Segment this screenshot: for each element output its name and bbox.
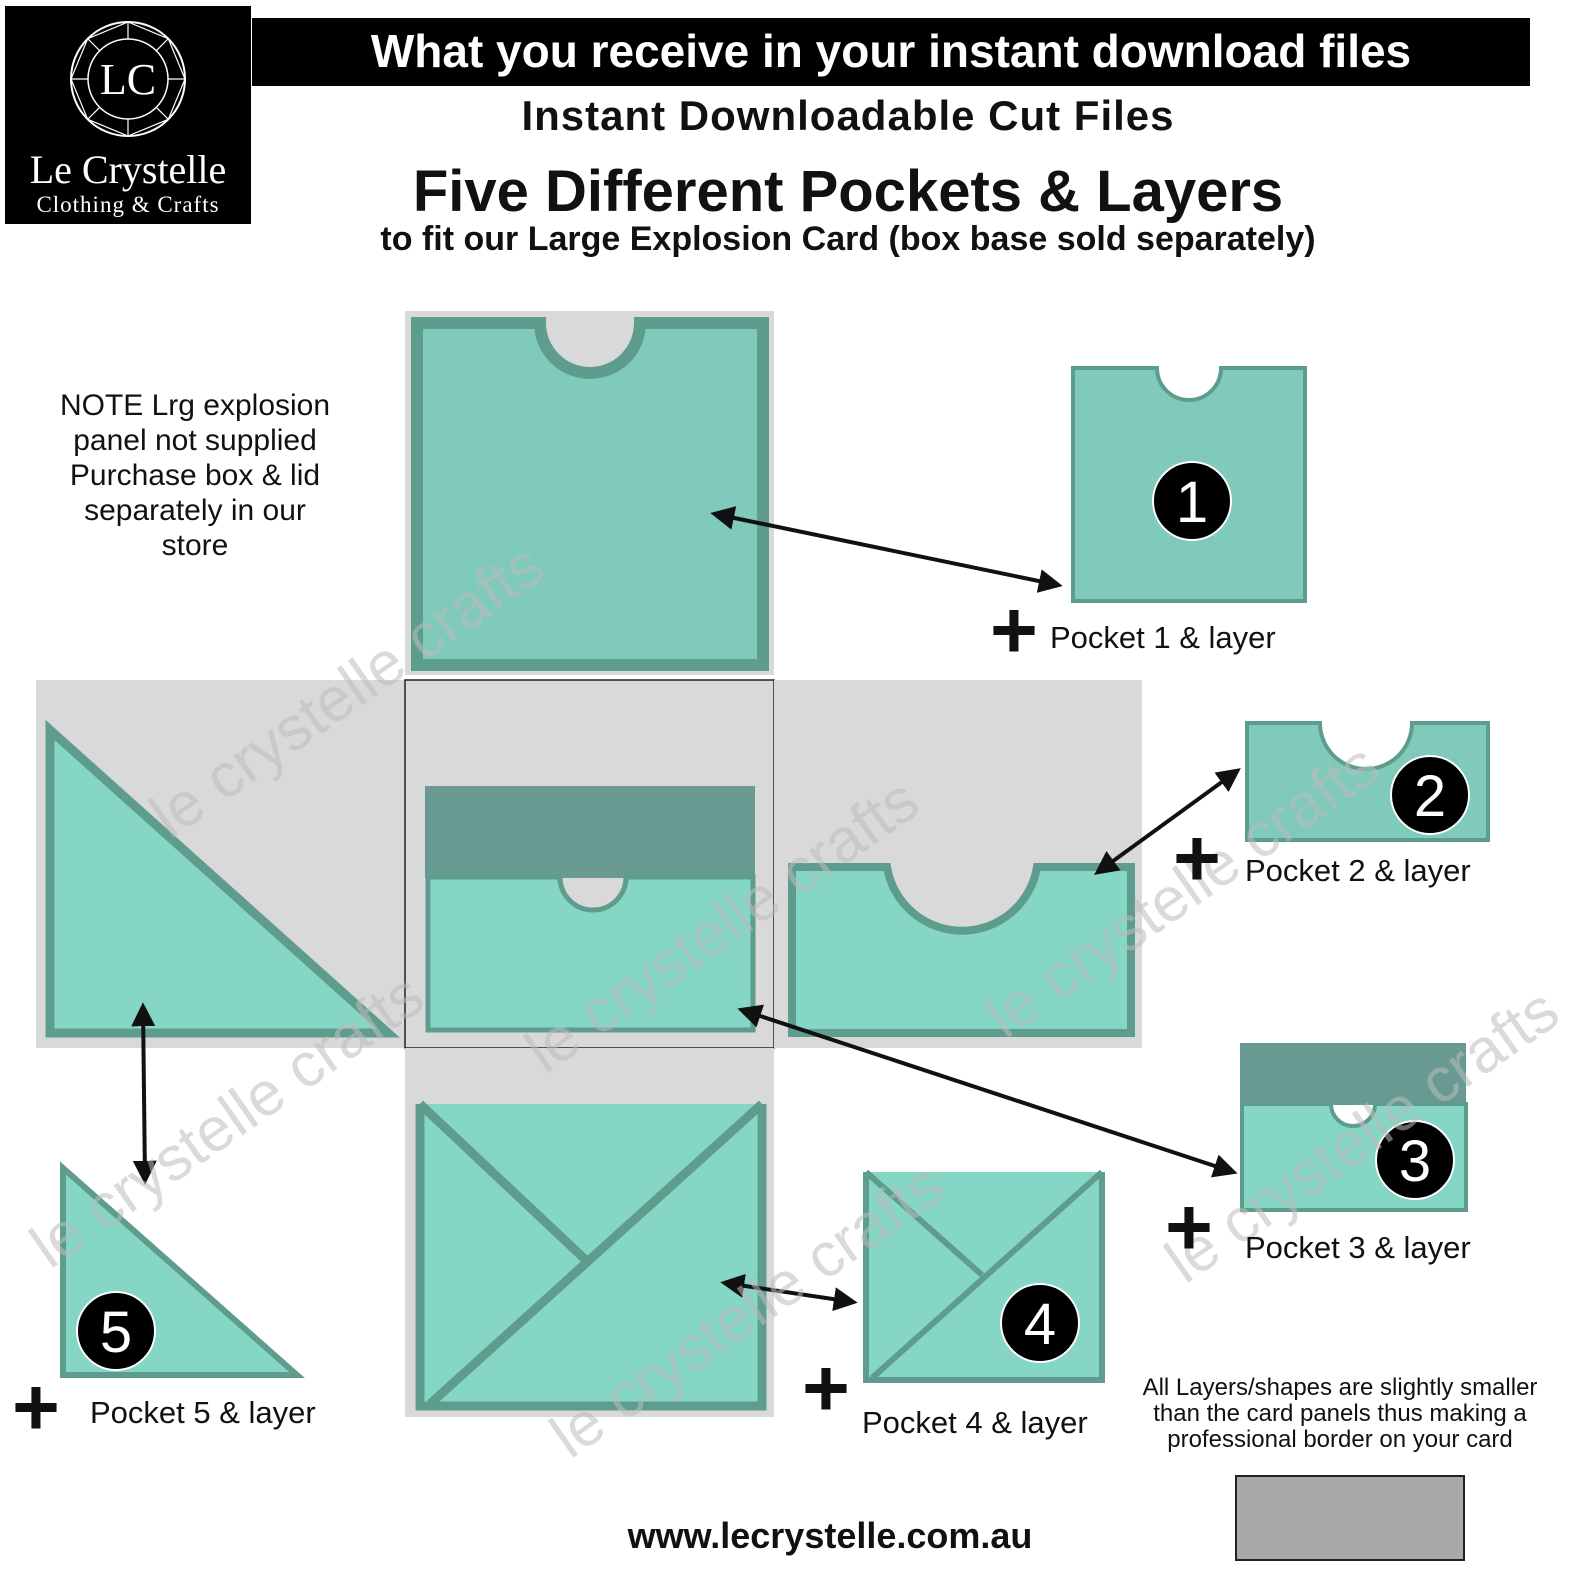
arrow-pocket-4 [720,1273,858,1312]
note-line: panel not supplied [73,424,317,457]
layers-note-line: All Layers/shapes are slightly smaller [1142,1374,1538,1401]
pocket-1-badge: 1 [1152,461,1232,541]
pocket-top-panel [411,317,769,671]
monogram-seal-icon: LC [70,21,186,137]
pocket-center-panel [425,874,756,1033]
pocket-3-label: Pocket 3 & layer [1245,1230,1471,1265]
arrow-pocket-5 [131,1002,157,1185]
page-title: Five Different Pockets & Layers [412,159,1284,224]
plus-icon: + [1173,813,1221,904]
brand-tagline: Clothing & Crafts [36,192,220,217]
subtitle-secondary: to fit our Large Explosion Card (box bas… [380,220,1316,258]
pocket-5-label: Pocket 5 & layer [90,1395,316,1430]
note-line: store [161,529,229,562]
pocket-5-badge: 5 [76,1291,156,1371]
svg-text:1: 1 [1176,470,1208,535]
layer-center-dark [425,786,755,878]
svg-text:2: 2 [1414,764,1446,829]
layers-note: All Layers/shapes are slightly smaller t… [1128,1375,1552,1453]
note-line: Purchase box & lid [69,459,321,492]
layers-note-line: than the card panels thus making a [1153,1400,1527,1427]
connector-arrows [131,506,1241,1312]
plus-icon: + [1165,1182,1213,1273]
layers-note-line: professional border on your card [1167,1426,1513,1453]
pocket-bottom-lines [415,1100,767,1411]
arrow-pocket-3 [737,1004,1238,1178]
arrow-pocket-1 [710,506,1063,593]
svg-text:4: 4 [1024,1292,1056,1357]
pocket-left-panel [45,719,400,1038]
pocket-4-lines [863,1169,1105,1383]
pocket-right-panel [788,863,1135,1037]
plus-icon: + [802,1343,850,1434]
pocket-3-dark-layer [1240,1043,1466,1105]
website-url: www.lecrystelle.com.au [627,1515,1033,1556]
pocket-1-label: Pocket 1 & layer [1050,620,1276,655]
svg-text:3: 3 [1399,1129,1431,1194]
supply-note: NOTE Lrg explosion panel not supplied Pu… [40,388,350,563]
plus-icon: + [12,1362,60,1453]
pocket-3-badge: 3 [1375,1120,1455,1200]
arrow-pocket-2 [1094,768,1241,875]
note-line: separately in our [84,494,306,527]
grey-swatch [1235,1475,1465,1561]
brand-name: Le Crystelle [29,147,227,192]
note-line: NOTE Lrg explosion [59,389,331,422]
pocket-2-badge: 2 [1390,755,1470,835]
plus-icon: + [990,585,1038,676]
pocket-4-label: Pocket 4 & layer [862,1405,1088,1440]
header-banner: What you receive in your instant downloa… [252,18,1530,86]
svg-text:5: 5 [100,1300,132,1365]
pocket-2-label: Pocket 2 & layer [1245,853,1471,888]
subtitle: Instant Downloadable Cut Files [521,92,1175,139]
svg-text:LC: LC [100,55,156,104]
pocket-4-badge: 4 [1000,1283,1080,1363]
brand-logo: LC Le Crystelle Clothing & Crafts [5,6,251,224]
